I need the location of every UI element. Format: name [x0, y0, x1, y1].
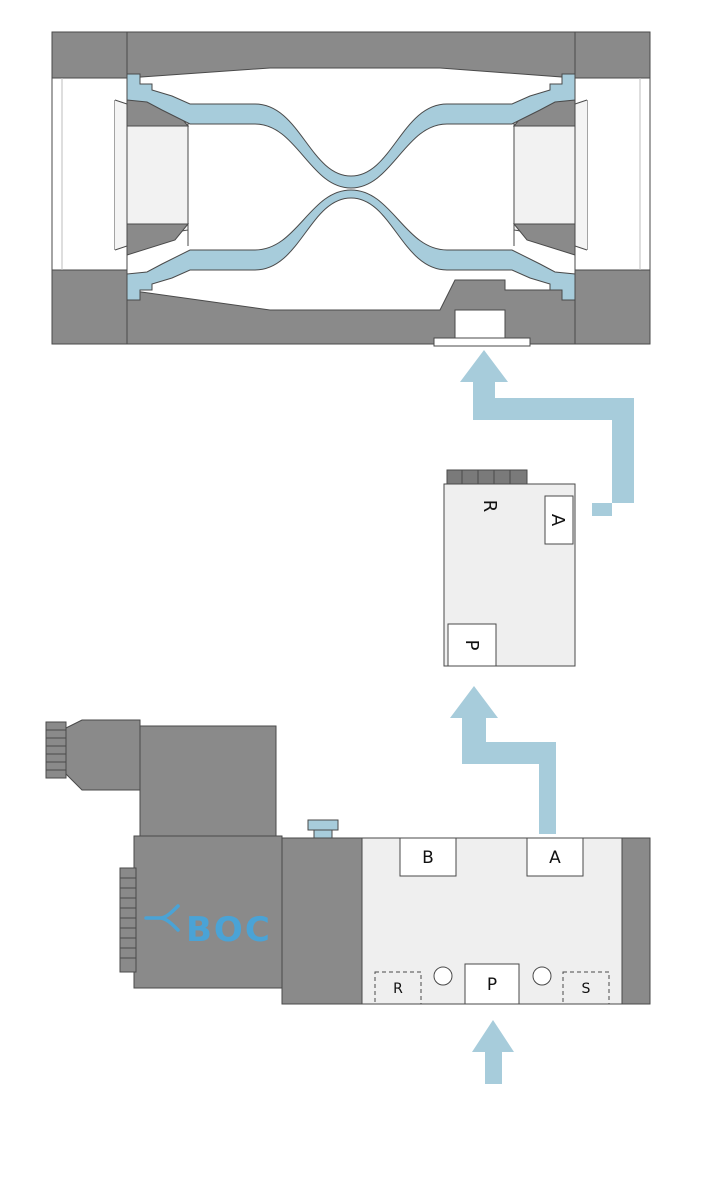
port-r: R — [393, 981, 403, 997]
port-p-box — [464, 963, 520, 1005]
brand-logo: BOC — [144, 904, 272, 950]
flow-arrow-pilot-to-valve — [460, 350, 634, 516]
brand-mark-icon — [144, 904, 180, 932]
valve-end-cap — [621, 837, 651, 1005]
port-s: S — [582, 981, 591, 997]
flow-arrow-solenoid-to-pilot — [450, 686, 556, 834]
coil-body — [133, 835, 283, 989]
coil-housing — [139, 725, 277, 839]
manual-override — [307, 819, 339, 831]
port-s-box — [562, 971, 610, 1005]
valve-adapter — [281, 837, 363, 1005]
pinch-valve — [51, 31, 651, 347]
pilot-port-p-box — [447, 623, 497, 667]
mounting-hole-left — [433, 966, 453, 986]
solenoid-valve: BOC B A R S P — [45, 719, 651, 1005]
pinch-valve-upper-sleeve — [126, 73, 576, 189]
pilot-port-a-box — [544, 495, 574, 545]
connector-plug — [65, 719, 141, 791]
pilot-port-p: P — [461, 640, 482, 651]
pilot-port-a: A — [547, 514, 568, 527]
pilot-valve: R A P — [443, 469, 576, 667]
port-a: A — [549, 848, 561, 868]
port-p: P — [487, 975, 497, 995]
brand-name: BOC — [186, 910, 272, 950]
flow-arrow-supply — [472, 1020, 514, 1084]
port-r-box — [374, 971, 422, 1005]
port-b: B — [422, 848, 434, 868]
pinch-valve-lower-sleeve — [126, 189, 576, 301]
port-a-box — [526, 837, 584, 877]
mounting-hole-right — [532, 966, 552, 986]
port-b-box — [399, 837, 457, 877]
pilot-port-r: R — [479, 500, 500, 513]
